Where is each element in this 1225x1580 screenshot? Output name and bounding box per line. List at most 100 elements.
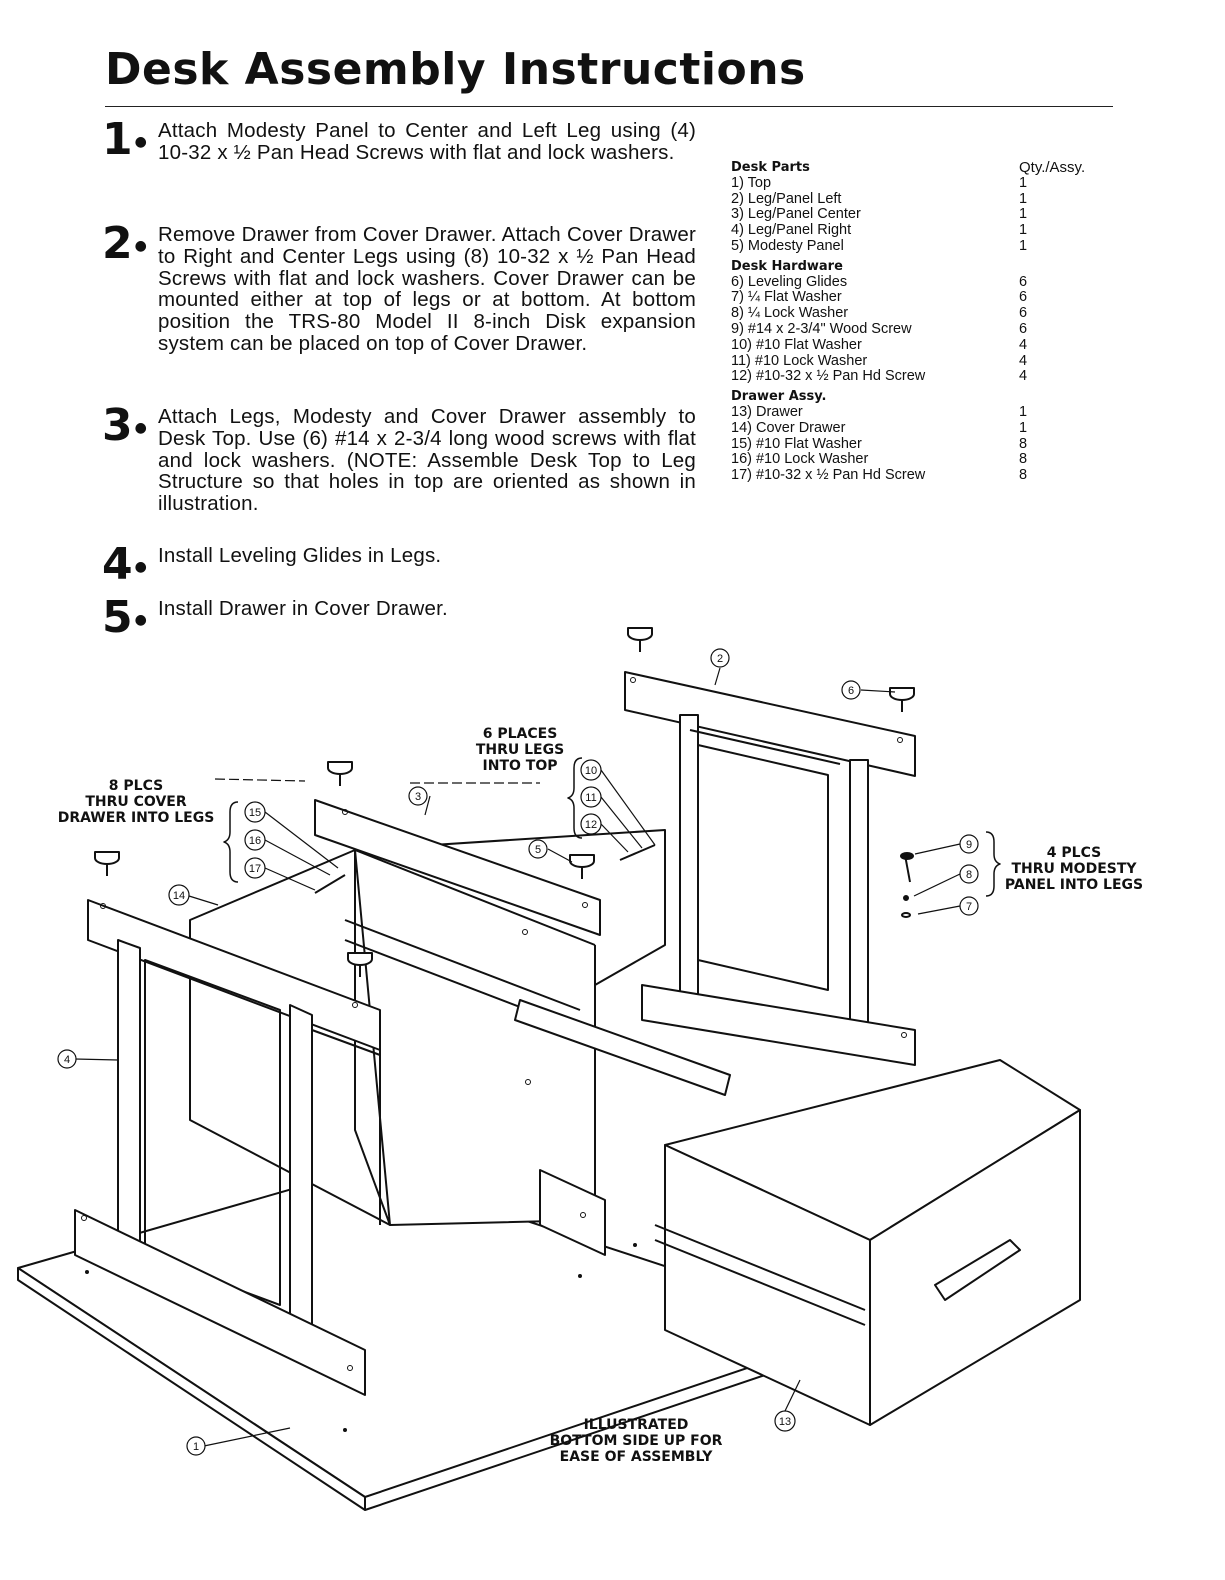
svg-text:8: 8 <box>966 869 972 881</box>
part-name: 15) #10 Flat Washer <box>731 435 862 452</box>
parts-row: 8) ¼ Lock Washer 6 <box>731 305 1111 322</box>
leg-panel-4 <box>74 899 381 1396</box>
part-name: 4) Leg/Panel Right <box>731 222 852 239</box>
part-qty: 1 <box>1019 403 1028 420</box>
svg-text:13: 13 <box>779 1416 791 1428</box>
leg-panel-3 <box>314 799 606 1256</box>
parts-row: 11) #10 Lock Washer 4 <box>731 352 1111 370</box>
label-six-places: 6 PLACES THRU LEGS INTO TOP <box>475 726 565 774</box>
callout-2: 2 <box>710 648 730 668</box>
leg-panel-2 <box>624 671 916 1066</box>
step-number: 3 <box>102 404 147 450</box>
callout-10: 10 <box>580 759 602 781</box>
svg-text:16: 16 <box>249 835 261 847</box>
part-qty: 8 <box>1019 467 1028 484</box>
part-qty: 6 <box>1019 289 1028 306</box>
brace-marks <box>223 757 1001 897</box>
part-qty: 4 <box>1019 368 1028 385</box>
part-name: 12) #10-32 x ½ Pan Hd Screw <box>731 368 926 385</box>
parts-row: 5) Modesty Panel 1 <box>731 237 1111 255</box>
callout-14: 14 <box>168 884 190 906</box>
cover-drawer-box <box>189 829 731 1226</box>
step-number: 4 <box>102 543 147 589</box>
qty-header: Qty./Assy. <box>1019 159 1086 176</box>
svg-text:4: 4 <box>64 1054 70 1066</box>
svg-text:3: 3 <box>415 791 421 803</box>
step-text: Attach Legs, Modesty and Cover Drawer as… <box>158 405 696 516</box>
callout-13: 13 <box>774 1410 796 1432</box>
svg-text:2: 2 <box>717 653 723 665</box>
part-name: 6) Leveling Glides <box>731 273 848 290</box>
callout-5: 5 <box>528 839 548 859</box>
callout-3: 3 <box>408 786 428 806</box>
callout-4: 4 <box>57 1049 77 1069</box>
step-text: Attach Modesty Panel to Center and Left … <box>158 119 696 164</box>
svg-text:11: 11 <box>585 792 596 804</box>
svg-text:1: 1 <box>193 1441 199 1453</box>
part-name: 14) Cover Drawer <box>731 419 846 436</box>
part-name: 8) ¼ Lock Washer <box>731 305 849 322</box>
desk-top-panel <box>17 1167 861 1511</box>
part-name: 17) #10-32 x ½ Pan Hd Screw <box>731 467 926 484</box>
leader-lines <box>74 667 961 1447</box>
drawer <box>654 1059 1081 1426</box>
svg-text:9: 9 <box>966 839 972 851</box>
callout-1: 1 <box>186 1436 206 1456</box>
callout-7: 7 <box>959 896 979 916</box>
parts-group-heading: Desk Parts <box>731 160 810 175</box>
part-qty: 6 <box>1019 305 1028 322</box>
parts-group-header: Desk Parts Qty./Assy. <box>731 160 1111 176</box>
callout-12: 12 <box>580 813 602 835</box>
parts-group-heading: Desk Hardware <box>731 258 843 274</box>
part-name: 5) Modesty Panel <box>731 237 844 254</box>
part-name: 2) Leg/Panel Left <box>731 190 842 207</box>
label-four-plcs: 4 PLCS THRU MODESTY PANEL INTO LEGS <box>1004 845 1144 893</box>
callout-8: 8 <box>959 864 979 884</box>
svg-text:10: 10 <box>585 765 597 777</box>
parts-row: 10) #10 Flat Washer 4 <box>731 336 1111 354</box>
callout-markers: 1 2 3 4 5 6 7 8 9 10 11 12 13 14 15 16 1… <box>57 648 979 1456</box>
parts-row: 14) Cover Drawer 1 <box>731 419 1111 437</box>
parts-row: 13) Drawer 1 <box>731 403 1111 421</box>
parts-row: 2) Leg/Panel Left 1 <box>731 190 1111 208</box>
part-name: 10) #10 Flat Washer <box>731 336 862 353</box>
step-text: Install Drawer in Cover Drawer. <box>158 597 448 620</box>
step-number: 1 <box>102 118 147 164</box>
callout-11: 11 <box>580 786 602 808</box>
svg-text:6: 6 <box>848 685 854 697</box>
part-name: 13) Drawer <box>731 403 803 420</box>
part-qty: 4 <box>1019 352 1028 369</box>
part-qty: 1 <box>1019 237 1028 254</box>
callout-15: 15 <box>244 801 266 823</box>
part-qty: 6 <box>1019 273 1028 290</box>
parts-group-header: Drawer Assy. <box>731 389 1111 405</box>
part-name: 11) #10 Lock Washer <box>731 352 868 369</box>
parts-group-header: Desk Hardware <box>731 259 1111 275</box>
parts-group-heading: Drawer Assy. <box>731 389 827 405</box>
svg-text:17: 17 <box>249 863 261 875</box>
svg-text:15: 15 <box>249 807 261 819</box>
svg-text:5: 5 <box>535 844 541 856</box>
callout-9: 9 <box>959 834 979 854</box>
svg-text:7: 7 <box>966 901 972 913</box>
svg-text:12: 12 <box>585 819 597 831</box>
step-number: 5 <box>102 596 147 642</box>
part-qty: 8 <box>1019 451 1028 468</box>
part-qty: 4 <box>1019 336 1028 353</box>
parts-row: 6) Leveling Glides 6 <box>731 273 1111 291</box>
callout-17: 17 <box>244 857 266 879</box>
hole-marks <box>81 677 907 1432</box>
part-name: 3) Leg/Panel Center <box>731 206 861 223</box>
part-qty: 1 <box>1019 190 1028 207</box>
svg-text:14: 14 <box>173 890 185 902</box>
part-qty: 1 <box>1019 206 1028 223</box>
hardware-parts <box>314 844 914 918</box>
part-qty: 1 <box>1019 419 1028 436</box>
parts-row: 3) Leg/Panel Center 1 <box>731 206 1111 223</box>
